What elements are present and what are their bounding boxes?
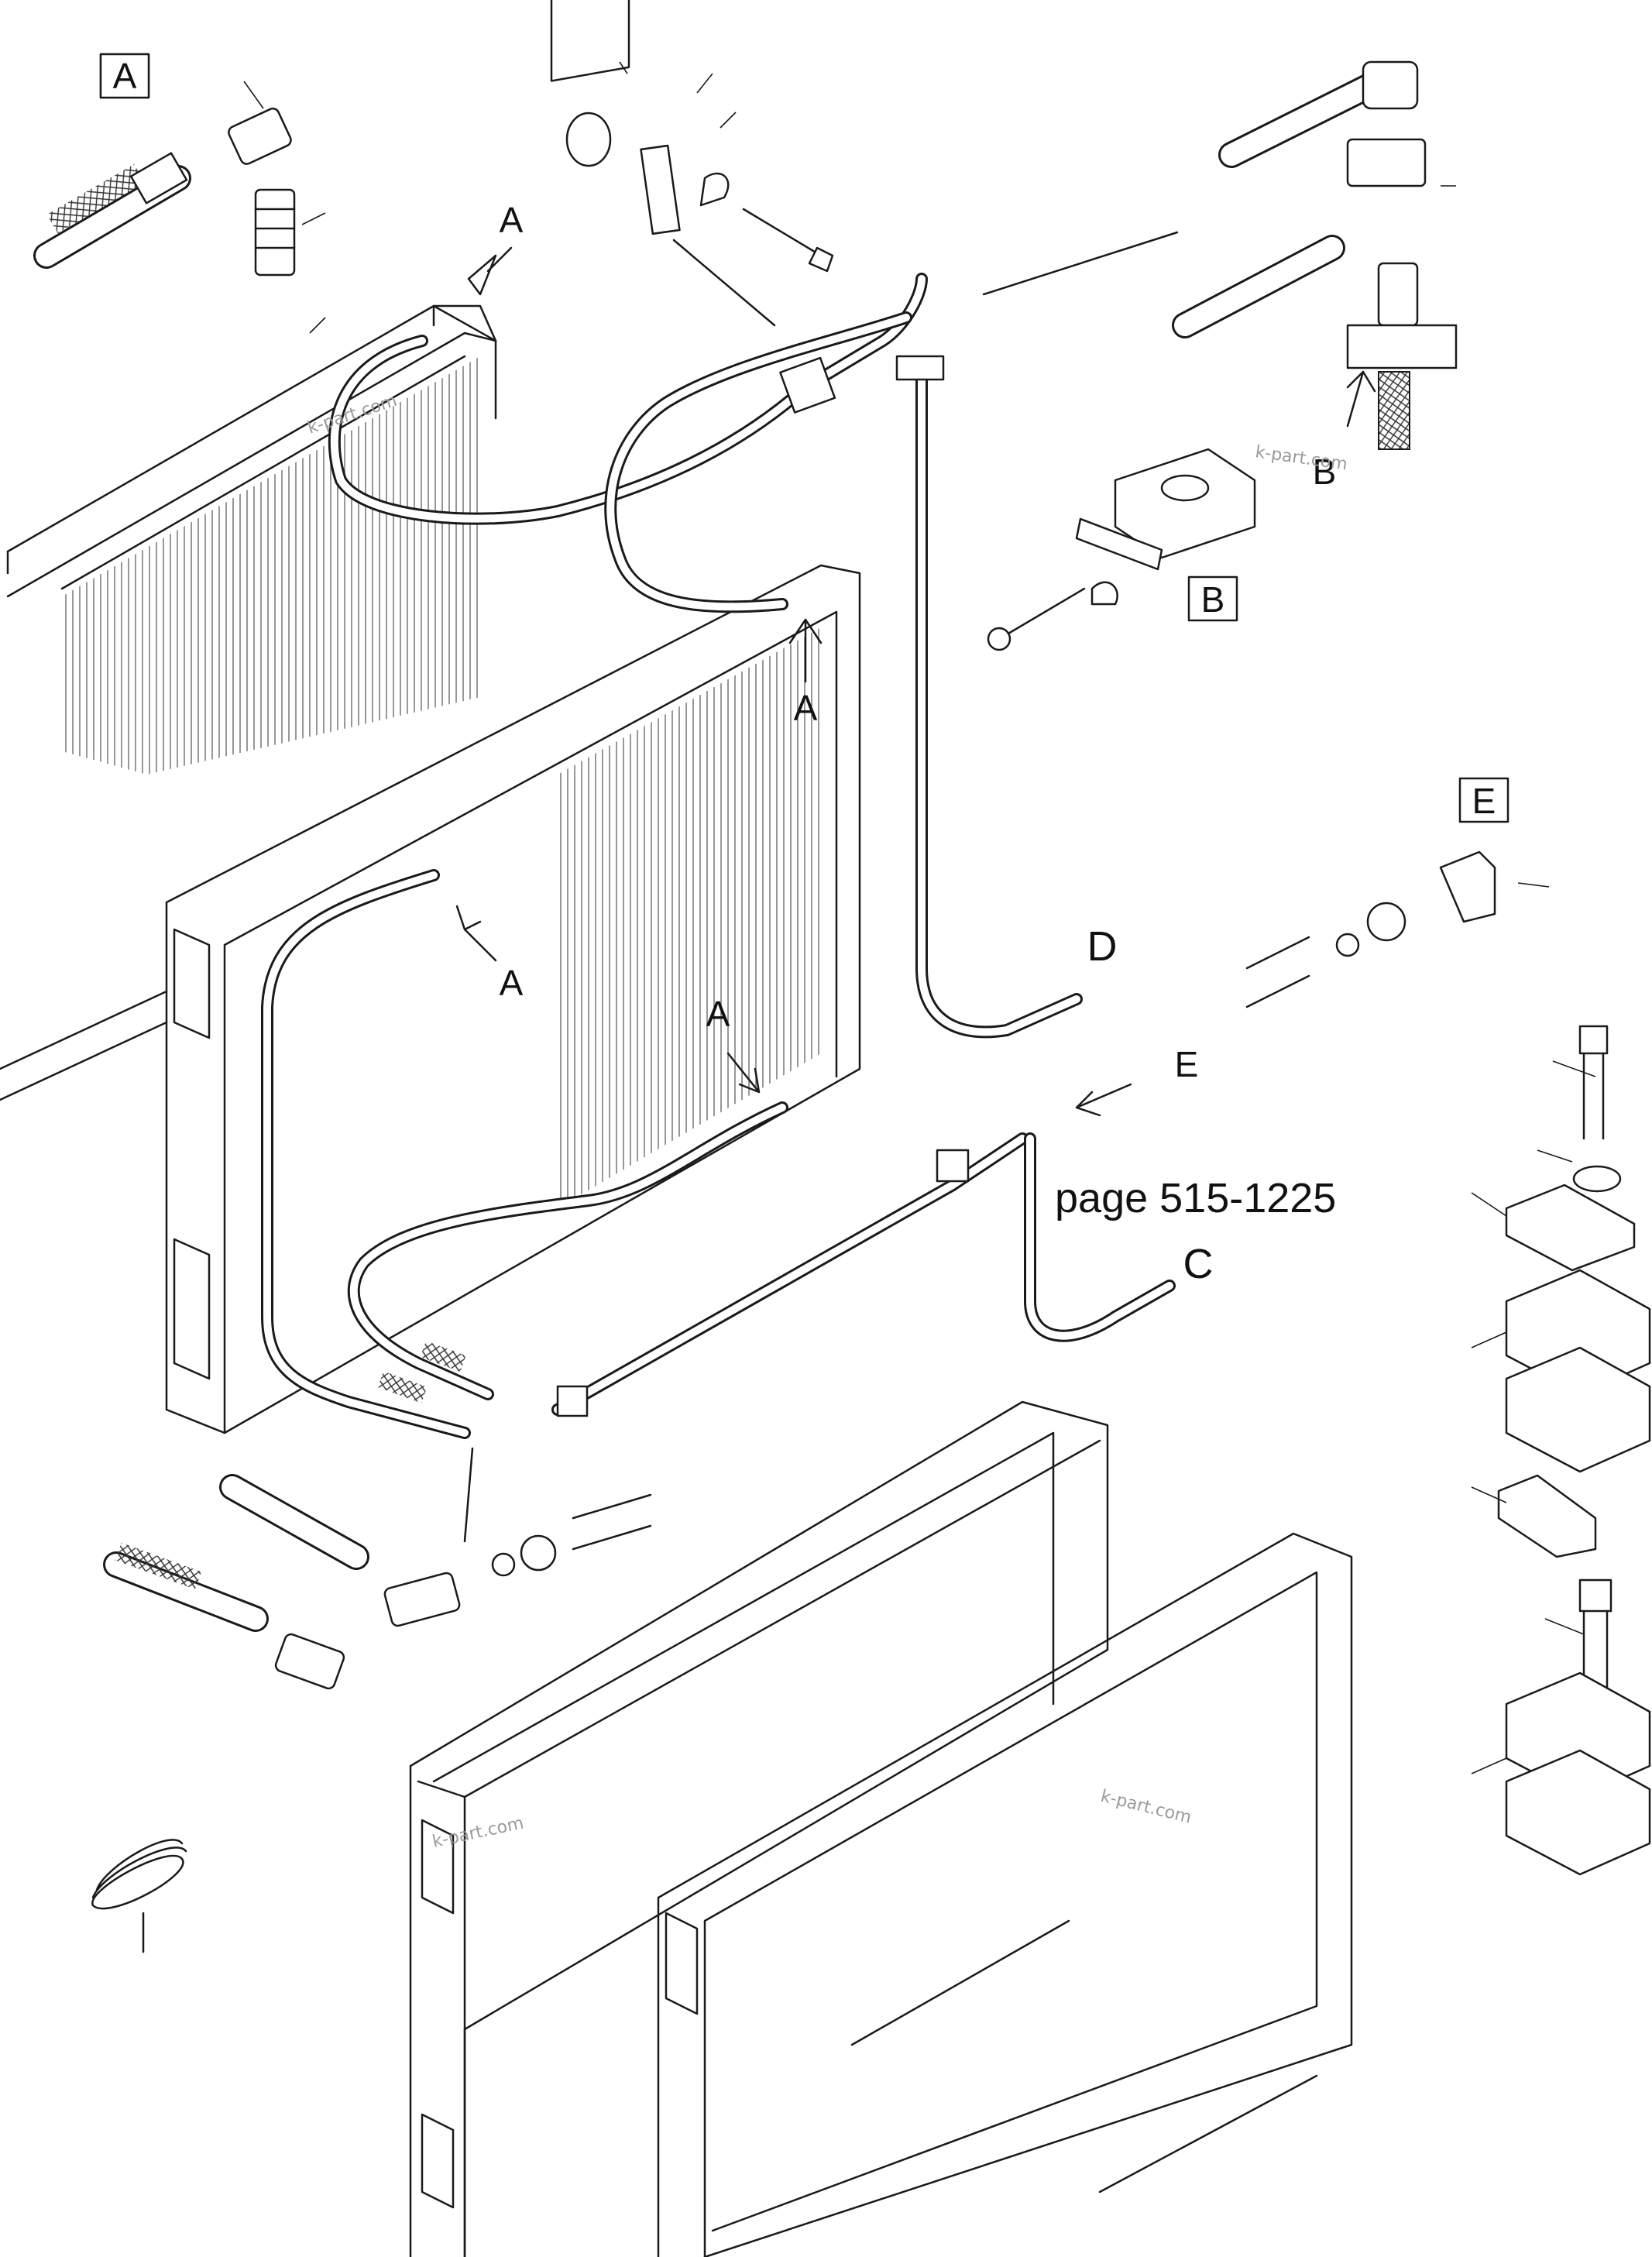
watermark: k-part.com	[431, 1814, 525, 1852]
detail-b-box	[1187, 575, 1238, 622]
upper-pipe-clamp	[895, 355, 945, 381]
arrow-e-label: E	[1175, 1044, 1199, 1084]
leader-lines	[243, 61, 1596, 1774]
hose-clamp	[779, 356, 836, 414]
arrows	[455, 246, 1376, 1117]
detail-b-clamp	[987, 448, 1256, 651]
detail-e-box	[1458, 777, 1509, 823]
detail-e-label: E	[1472, 781, 1496, 821]
arrow-a-label-2: A	[794, 688, 818, 728]
detail-e-fitting	[1245, 850, 1496, 1008]
top-clamp-parts	[550, 0, 1179, 327]
upper-radiator	[6, 304, 497, 775]
spring-guard	[91, 1839, 187, 1953]
right-clamp-stack	[1497, 1025, 1651, 1876]
watermark: k-part.com	[1099, 1787, 1193, 1828]
lower-radiator-1	[409, 1400, 1109, 2257]
watermark: k-part.com	[1254, 442, 1348, 474]
pipe-clamp-low	[556, 1385, 589, 1417]
detail-a-label: A	[113, 56, 137, 96]
detail-a-box	[99, 53, 150, 99]
arrow-a-label-1: A	[500, 200, 524, 240]
detail-b-label: B	[1201, 579, 1225, 620]
upper-hose-assembly	[328, 273, 1083, 1039]
lower-left-fittings	[103, 1474, 652, 1690]
pipe-c-label: C	[1183, 1241, 1214, 1287]
pipe-d-label: D	[1087, 923, 1118, 970]
lower-radiator-2	[657, 1532, 1353, 2257]
detail-a-fitting	[33, 53, 296, 277]
pipe-clamp-mid	[936, 1149, 970, 1183]
lower-hose-assembly	[261, 869, 1176, 1543]
arrow-b-label: B	[1313, 452, 1337, 492]
arrow-a-label-4: A	[706, 994, 730, 1034]
page-reference: page 515-1225	[1055, 1175, 1336, 1221]
arrow-a-label-3: A	[500, 963, 524, 1003]
top-right-fittings	[1172, 60, 1458, 450]
middle-radiator	[0, 564, 861, 1434]
